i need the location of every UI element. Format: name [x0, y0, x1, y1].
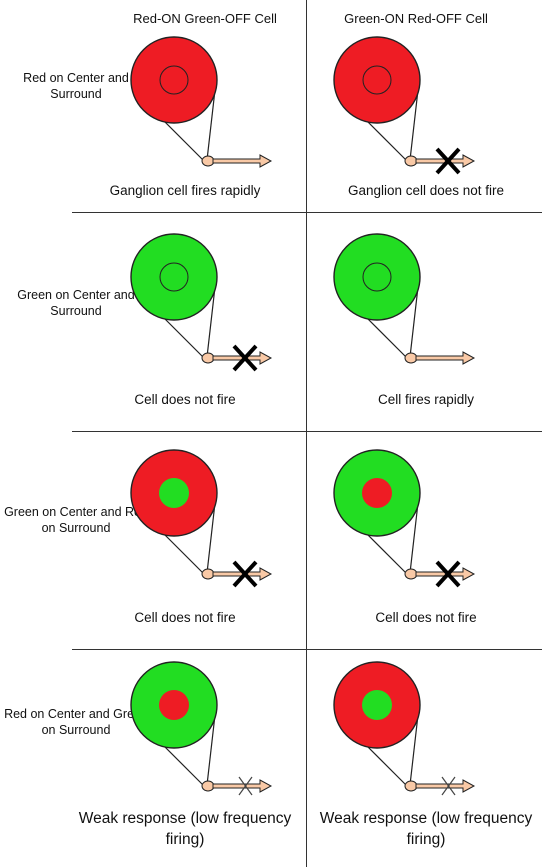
- cone-line-right: [206, 89, 216, 161]
- center-region: [362, 478, 392, 508]
- cone-line-right: [206, 714, 216, 786]
- caption-row1-right: Ganglion cell does not fire: [347, 183, 505, 198]
- center-region: [159, 65, 189, 95]
- caption-row3-left: Cell does not fire: [134, 610, 236, 625]
- receptive-field-diagram: [333, 233, 503, 397]
- ganglion-soma: [201, 780, 215, 792]
- no-fire-x-mark: [435, 560, 461, 588]
- axon-arrow: [415, 567, 476, 581]
- cone-line-right: [409, 286, 419, 358]
- axon-arrow: [212, 567, 273, 581]
- center-region: [159, 690, 189, 720]
- no-fire-x-mark: [435, 147, 461, 175]
- weak-fire-x-mark: [441, 776, 456, 796]
- cone-line-right: [206, 502, 216, 574]
- center-region: [362, 65, 392, 95]
- center-region: [159, 478, 189, 508]
- ganglion-soma: [404, 352, 418, 364]
- axon-arrow: [415, 351, 476, 365]
- center-region: [159, 262, 189, 292]
- header-red-on-green-off: Red-ON Green-OFF Cell: [133, 11, 277, 26]
- no-fire-x-mark: [232, 560, 258, 588]
- center-region: [362, 262, 392, 292]
- cone-line-right: [409, 502, 419, 574]
- cone-line-right: [409, 89, 419, 161]
- ganglion-soma: [404, 780, 418, 792]
- row-label-2: Green on Center and Surround: [17, 288, 135, 318]
- caption-row3-right: Cell does not fire: [375, 610, 477, 625]
- column-divider: [306, 0, 307, 867]
- receptive-field-diagram: [130, 449, 300, 613]
- receptive-field-diagram: [333, 449, 503, 613]
- receptive-field-diagram: [130, 661, 300, 825]
- header-green-on-red-off: Green-ON Red-OFF Cell: [344, 11, 488, 26]
- row-divider-3: [72, 649, 542, 650]
- ganglion-soma: [201, 155, 215, 167]
- weak-fire-x-mark: [238, 776, 253, 796]
- row-label-4: Red on Center and Green on Surround: [4, 707, 148, 737]
- caption-row2-left: Cell does not fire: [134, 392, 236, 407]
- ganglion-soma: [201, 352, 215, 364]
- row-divider-2: [72, 431, 542, 432]
- receptive-field-diagram: [333, 36, 503, 200]
- axon-arrow: [212, 779, 273, 793]
- cone-line-right: [206, 286, 216, 358]
- axon-arrow: [212, 154, 273, 168]
- cone-line-right: [409, 714, 419, 786]
- receptive-field-diagram: [130, 36, 300, 200]
- caption-row4-left: Weak response (low frequency firing): [78, 810, 292, 848]
- axon-arrow: [415, 779, 476, 793]
- ganglion-soma: [201, 568, 215, 580]
- caption-row1-left: Ganglion cell fires rapidly: [109, 183, 261, 198]
- caption-row2-right: Cell fires rapidly: [377, 392, 475, 407]
- row-label-3: Green on Center and Red on Surround: [4, 505, 148, 535]
- receptive-field-diagram: [333, 661, 503, 825]
- ganglion-soma: [404, 155, 418, 167]
- receptive-field-diagram: [130, 233, 300, 397]
- row-divider-1: [72, 212, 542, 213]
- no-fire-x-mark: [232, 344, 258, 372]
- ganglion-soma: [404, 568, 418, 580]
- caption-row4-right: Weak response (low frequency firing): [319, 810, 533, 848]
- center-region: [362, 690, 392, 720]
- axon-arrow: [415, 154, 476, 168]
- axon-arrow: [212, 351, 273, 365]
- row-label-1: Red on Center and Surround: [23, 71, 129, 101]
